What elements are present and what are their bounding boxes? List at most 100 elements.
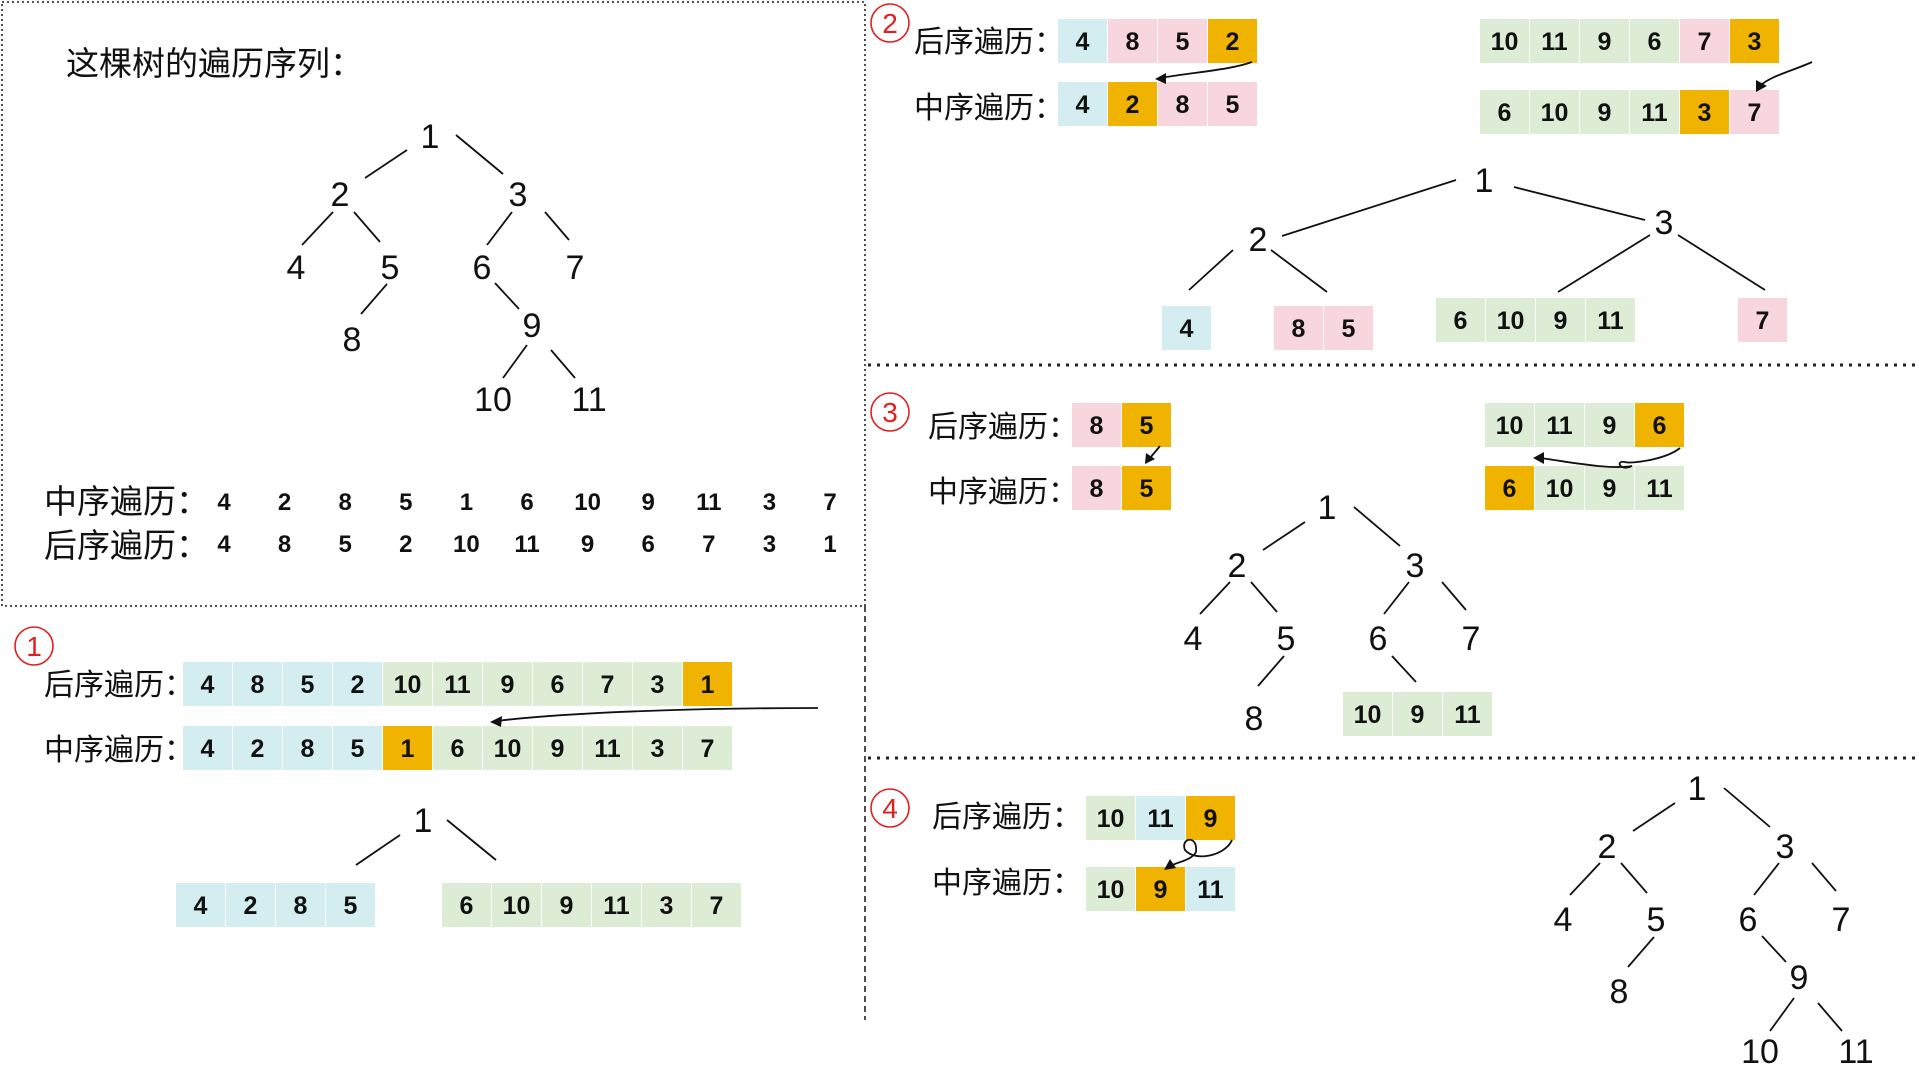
step1-right-cell-value: 7 xyxy=(710,892,724,920)
step1-left-cell-value: 5 xyxy=(344,892,358,920)
step3-left-inorder-cell-bg xyxy=(1122,466,1171,510)
step2-left-inorder-cell-bg xyxy=(1108,82,1157,126)
step1-postorder-cell-value: 9 xyxy=(501,671,515,699)
step2-right-postorder-cell-value: 11 xyxy=(1541,28,1568,56)
step4-inorder-cell-value: 9 xyxy=(1154,876,1168,904)
step3-tree-node-7: 7 xyxy=(1462,620,1481,658)
step1-right-cell-bg xyxy=(642,883,691,927)
step2-right-inorder-cell-value: 3 xyxy=(1698,99,1712,127)
step3-right-arrow xyxy=(1539,447,1681,469)
intro-inorder-value: 2 xyxy=(278,489,291,516)
step1-inorder-cell-bg xyxy=(533,726,582,770)
step3-right-postorder-cell-value: 9 xyxy=(1603,412,1617,440)
intro-inorder-value: 1 xyxy=(460,489,473,516)
step3-tree-node-1: 1 xyxy=(1318,489,1337,527)
intro-inorder-value: 6 xyxy=(520,489,533,516)
step1-postorder-cell-value: 8 xyxy=(251,671,265,699)
step2-right-postorder-cell-bg xyxy=(1680,19,1729,63)
step2-left-postorder-cell-bg xyxy=(1058,19,1107,63)
step3-right-postorder-cell-bg xyxy=(1535,403,1584,447)
step3-subtree-cell-bg xyxy=(1343,692,1392,736)
step1-postorder-cell-bg xyxy=(233,662,282,706)
step3-subtree-cell-bg xyxy=(1443,692,1492,736)
step1-inorder-label: 中序遍历： xyxy=(44,733,194,768)
step2-subtree-4-cells: 4 xyxy=(1162,306,1211,350)
step4-postorder-label: 后序遍历： xyxy=(932,800,1082,835)
step2-postorder-label: 后序遍历： xyxy=(914,25,1064,60)
intro-postorder-value: 1 xyxy=(823,531,836,558)
step3-marker xyxy=(870,392,910,432)
step2-subtree-c-cell-bg xyxy=(1536,298,1585,342)
step4-inorder-cell-value: 10 xyxy=(1097,876,1125,904)
step3-postorder-label: 后序遍历： xyxy=(928,410,1078,445)
step2-right-postorder-cell-bg xyxy=(1530,19,1579,63)
step2-right-inorder-cell-bg xyxy=(1530,90,1579,134)
intro-postorder-value: 5 xyxy=(339,531,352,558)
step2-subtree-c-cell-value: 9 xyxy=(1554,307,1568,335)
intro-tree-node-4: 4 xyxy=(287,249,306,287)
intro-inorder-value: 8 xyxy=(339,489,352,516)
step2-right-arrow xyxy=(1759,61,1813,87)
step4-number: 4 xyxy=(882,793,898,824)
step4-inorder-cell-bg xyxy=(1086,867,1135,911)
step1-inorder-cell-value: 1 xyxy=(401,735,415,763)
step2-right-postorder-cell-value: 6 xyxy=(1648,28,1662,56)
step3-subtree-cell-value: 11 xyxy=(1454,701,1481,729)
step3-right-inorder-cell-value: 9 xyxy=(1603,475,1617,503)
step2-left-postorder-cell-value: 5 xyxy=(1176,28,1190,56)
step2-left-inorder-cell-value: 5 xyxy=(1226,91,1240,119)
step1-right-cell-value: 9 xyxy=(560,892,574,920)
step3-left-postorder-cell-value: 8 xyxy=(1090,412,1104,440)
intro-postorder-value: 7 xyxy=(702,531,715,558)
step1-left-cell-bg xyxy=(276,883,325,927)
step4-tree-node-11: 11 xyxy=(1838,1033,1873,1071)
step3-right-inorder-cell-value: 6 xyxy=(1503,475,1517,503)
step2-tree-node-2: 2 xyxy=(1249,221,1268,259)
step2-left-arrowhead xyxy=(1155,73,1166,84)
step1-postorder-cell-value: 2 xyxy=(351,671,365,699)
intro-postorder-value: 2 xyxy=(399,531,412,558)
step2-left-postorder-cell-value: 2 xyxy=(1226,28,1240,56)
step2-right-postorder-cell-value: 3 xyxy=(1748,28,1762,56)
step3-right-inorder-cell-bg xyxy=(1485,466,1534,510)
intro-tree-node-11: 11 xyxy=(571,381,606,419)
intro-postorder-value: 6 xyxy=(642,531,655,558)
step1-inorder-cell-value: 4 xyxy=(201,735,215,763)
intro-inorder-value: 9 xyxy=(642,489,655,516)
intro-tree-node-8: 8 xyxy=(343,321,362,359)
step3-left-postorder-cell-value: 5 xyxy=(1140,412,1154,440)
step1-right-cell-value: 10 xyxy=(503,892,531,920)
step4-postorder-cell-bg xyxy=(1136,796,1185,840)
intro-panel-border xyxy=(1,1,866,607)
step4-inorder-cell-bg xyxy=(1186,867,1235,911)
step1-inorder-cell-value: 3 xyxy=(651,735,665,763)
step2-right-inorder-cell-value: 11 xyxy=(1641,99,1668,127)
step2-right-inorder-cell-bg xyxy=(1680,90,1729,134)
step1-postorder-cell-bg xyxy=(583,662,632,706)
step1-postorder-cell-value: 11 xyxy=(444,671,471,699)
step1-inorder-cell-value: 8 xyxy=(301,735,315,763)
intro-tree-node-6: 6 xyxy=(473,249,492,287)
intro-inorder-value: 3 xyxy=(763,489,776,516)
step4-postorder-cell-bg xyxy=(1186,796,1235,840)
step4-inorder-cell-value: 11 xyxy=(1197,876,1224,904)
step1-postorder-cell-bg xyxy=(483,662,532,706)
step3-right-postorder-cell-bg xyxy=(1485,403,1534,447)
step2-tree-node-3: 3 xyxy=(1655,204,1674,242)
step2-subtree-b-cell-bg xyxy=(1274,306,1323,350)
step4-tree-node-6: 6 xyxy=(1739,901,1758,939)
step3-right-postorder-cell-value: 10 xyxy=(1496,412,1524,440)
step2-right-postorder-cell-value: 9 xyxy=(1598,28,1612,56)
step2-subtree-d-cell-value: 7 xyxy=(1756,307,1770,335)
step3-tree-node-6: 6 xyxy=(1369,620,1388,658)
step2-subtree-c-cell-value: 10 xyxy=(1497,307,1525,335)
intro-inorder-value: 11 xyxy=(696,489,721,516)
step3-right-arrowhead xyxy=(1533,452,1544,464)
step1-right-cell-value: 6 xyxy=(460,892,474,920)
